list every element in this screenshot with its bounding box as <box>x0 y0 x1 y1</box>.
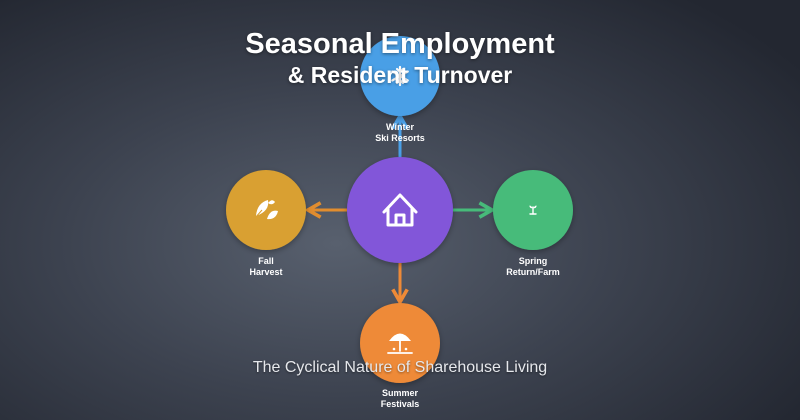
node-winter-label-line2: Ski Resorts <box>375 133 425 143</box>
node-spring-label-line1: Spring <box>519 256 548 266</box>
node-center-circle <box>347 157 453 263</box>
house-icon <box>382 193 418 227</box>
diagram-subtitle: The Cyclical Nature of Sharehouse Living <box>252 359 548 376</box>
snowflake-icon <box>391 65 409 87</box>
node-fall-circle <box>226 170 306 250</box>
leaves-icon <box>254 200 278 220</box>
sprout-icon <box>529 205 537 215</box>
node-summer-label-line2: Festivals <box>381 399 420 409</box>
diagram-title: Seasonal Employment <box>245 28 555 60</box>
node-fall-label-line1: Fall <box>258 256 274 266</box>
diagram-title-line2: & Resident Turnover <box>287 62 513 88</box>
node-summer: Summer Festivals <box>360 303 440 409</box>
node-spring: Spring Return/Farm <box>493 170 573 277</box>
node-winter-label-line1: Winter <box>386 122 414 132</box>
node-center <box>347 157 453 263</box>
umbrella-icon <box>387 333 413 354</box>
node-fall-label-line2: Harvest <box>249 267 282 277</box>
node-winter: Winter Ski Resorts <box>360 36 440 143</box>
node-fall: Fall Harvest <box>226 170 306 277</box>
node-spring-label-line2: Return/Farm <box>506 267 560 277</box>
node-summer-label-line1: Summer <box>382 388 419 398</box>
